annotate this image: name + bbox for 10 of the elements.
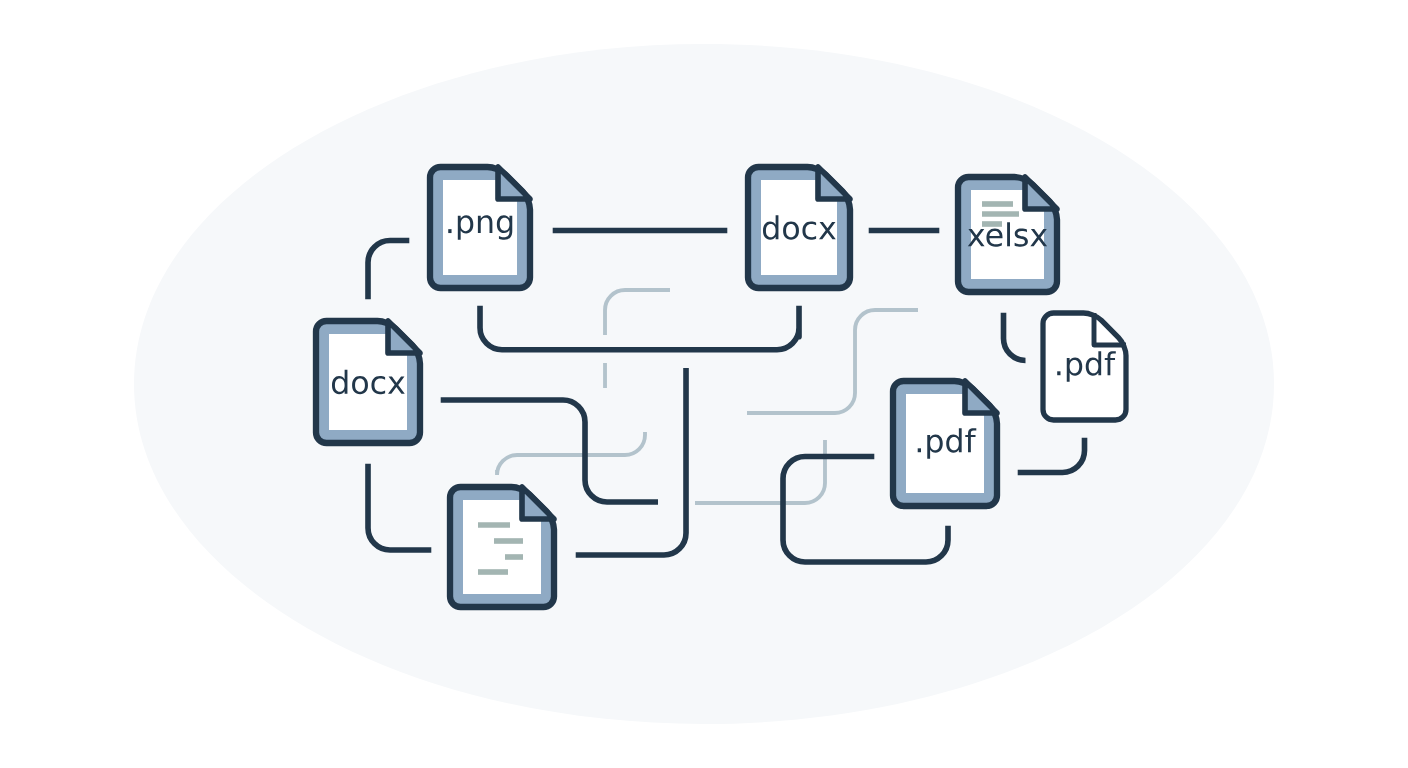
connector-line [365, 463, 432, 553]
connector-line [477, 305, 802, 353]
connector-line [365, 237, 410, 300]
connector-line [780, 453, 951, 565]
connector-line [440, 397, 658, 505]
connector-line [868, 227, 940, 234]
connector-line [1017, 437, 1088, 476]
document-icon [446, 483, 558, 611]
connector-line [552, 227, 728, 234]
connector-line [575, 368, 689, 558]
